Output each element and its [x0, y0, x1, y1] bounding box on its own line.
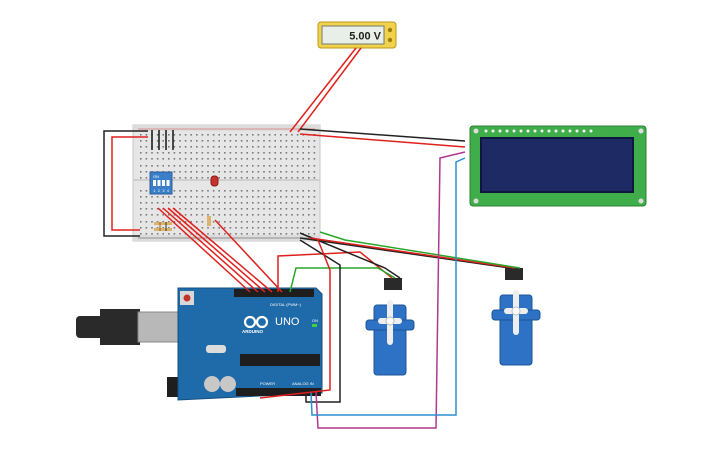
red-led[interactable] — [210, 175, 219, 187]
uno-label: UNO — [275, 316, 300, 328]
breadboard-holes — [140, 134, 316, 235]
resistors[interactable] — [154, 216, 211, 231]
dip-switch[interactable]: ON 1 2 3 4 — [149, 171, 173, 195]
dip-switch-on-label: ON — [153, 174, 159, 179]
dip-switch-pos-1: 1 — [154, 189, 156, 193]
servo-motor-2[interactable] — [491, 268, 541, 366]
arduino-brand-label: ARDUINO — [242, 329, 263, 334]
lcd-pins — [484, 129, 593, 133]
wires[interactable] — [103, 47, 521, 429]
digital-pwm-label: DIGITAL (PWM~) — [270, 302, 302, 307]
dip-switch-pos-4: 4 — [167, 189, 169, 193]
on-led-label: ON — [312, 318, 318, 323]
voltmeter[interactable]: 5.00 V — [317, 21, 397, 49]
dip-switch-pos-2: 2 — [158, 189, 160, 193]
breadboard-jumpers — [151, 130, 174, 150]
servo-motor-1[interactable] — [365, 278, 415, 376]
arduino-logo-icon — [243, 315, 269, 329]
lcd-display[interactable] — [469, 125, 647, 207]
analog-in-label: ANALOG IN — [292, 381, 314, 386]
arduino-uno[interactable]: DIGITAL (PWM~) UNO ARDUINO ON POWER ANAL… — [76, 287, 323, 401]
power-header-label: POWER — [260, 381, 275, 386]
voltmeter-reading: 5.00 V — [349, 31, 381, 43]
dip-switch-pos-3: 3 — [163, 189, 165, 193]
